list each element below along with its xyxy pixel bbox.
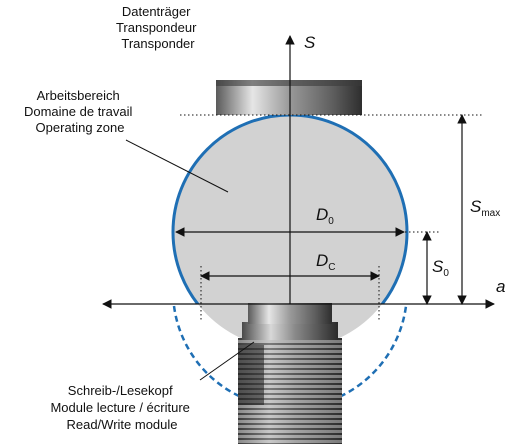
d0-symbol: D0 [316, 205, 334, 227]
a-axis-symbol: a [496, 277, 505, 296]
s0-symbol: S0 [432, 257, 449, 279]
read-write-head [238, 303, 342, 444]
head-leader [199, 341, 255, 381]
operating-zone-leader [125, 139, 229, 193]
smax-symbol: Smax [470, 197, 500, 219]
transponder-disc [216, 80, 362, 115]
s-axis-symbol: S [304, 33, 316, 52]
operating-zone-label: Arbeitsbereich Domaine de travail Operat… [24, 88, 136, 135]
dc-symbol: DC [316, 251, 336, 273]
read-write-head-label: Schreib-/Lesekopf Module lecture / écrit… [50, 383, 193, 432]
transponder-label: Datenträger Transpondeur Transponder [116, 4, 200, 51]
